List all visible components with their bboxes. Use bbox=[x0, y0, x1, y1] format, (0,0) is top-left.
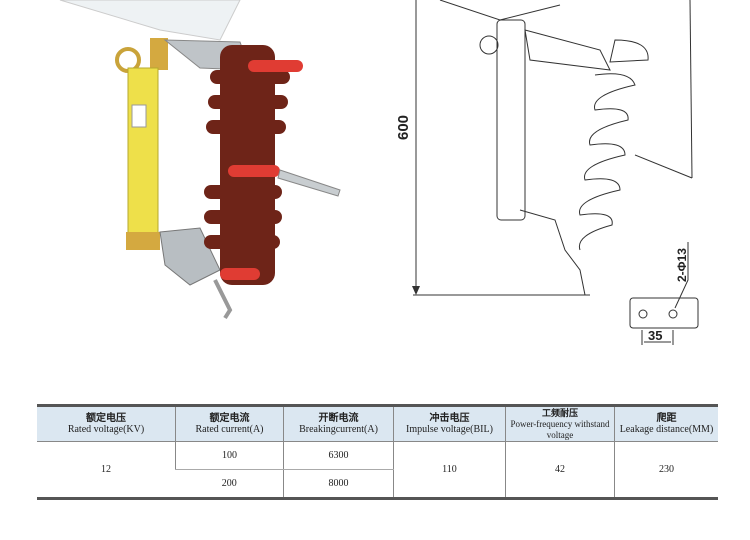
header-en: Breakingcurrent(A) bbox=[299, 424, 378, 435]
header-zh: 额定电压 bbox=[86, 413, 126, 424]
table-row: 200 8000 bbox=[37, 469, 718, 500]
header-zh: 爬距 bbox=[656, 413, 677, 424]
power-frequency-cell: 42 bbox=[505, 441, 615, 500]
breaking-current-cell: 8000 bbox=[283, 469, 394, 500]
hole-label: 2-Φ13 bbox=[675, 248, 689, 282]
header-zh: 额定电流 bbox=[209, 413, 250, 424]
rated-current-cell: 200 bbox=[175, 469, 284, 500]
dimension-drawing: 600 2-Φ13 35 bbox=[395, 0, 699, 345]
table-row: 12 100 6300 110 42 230 bbox=[37, 441, 718, 500]
header-en: Impulse voltage(BIL) bbox=[406, 424, 493, 435]
header-en: Leakage distance(MM) bbox=[619, 424, 714, 435]
fuse-cutout-photo bbox=[59, 0, 341, 320]
header-en: Power-frequency withstand voltage bbox=[510, 418, 610, 440]
height-dimension: 600 bbox=[395, 115, 412, 140]
rated-voltage-cell: 12 bbox=[37, 441, 176, 500]
leakage-distance-cell: 230 bbox=[614, 441, 718, 500]
rated-current-cell: 100 bbox=[175, 441, 284, 470]
hole-spacing: 35 bbox=[648, 328, 662, 343]
header-zh: 工频耐压 bbox=[541, 407, 578, 418]
header-en: Rated current(A) bbox=[195, 424, 264, 435]
impulse-voltage-cell: 110 bbox=[393, 441, 506, 500]
header-en: Rated voltage(KV) bbox=[67, 424, 145, 435]
breaking-current-cell: 6300 bbox=[283, 441, 394, 470]
header-zh: 冲击电压 bbox=[429, 413, 470, 424]
header-zh: 开断电流 bbox=[318, 413, 359, 424]
